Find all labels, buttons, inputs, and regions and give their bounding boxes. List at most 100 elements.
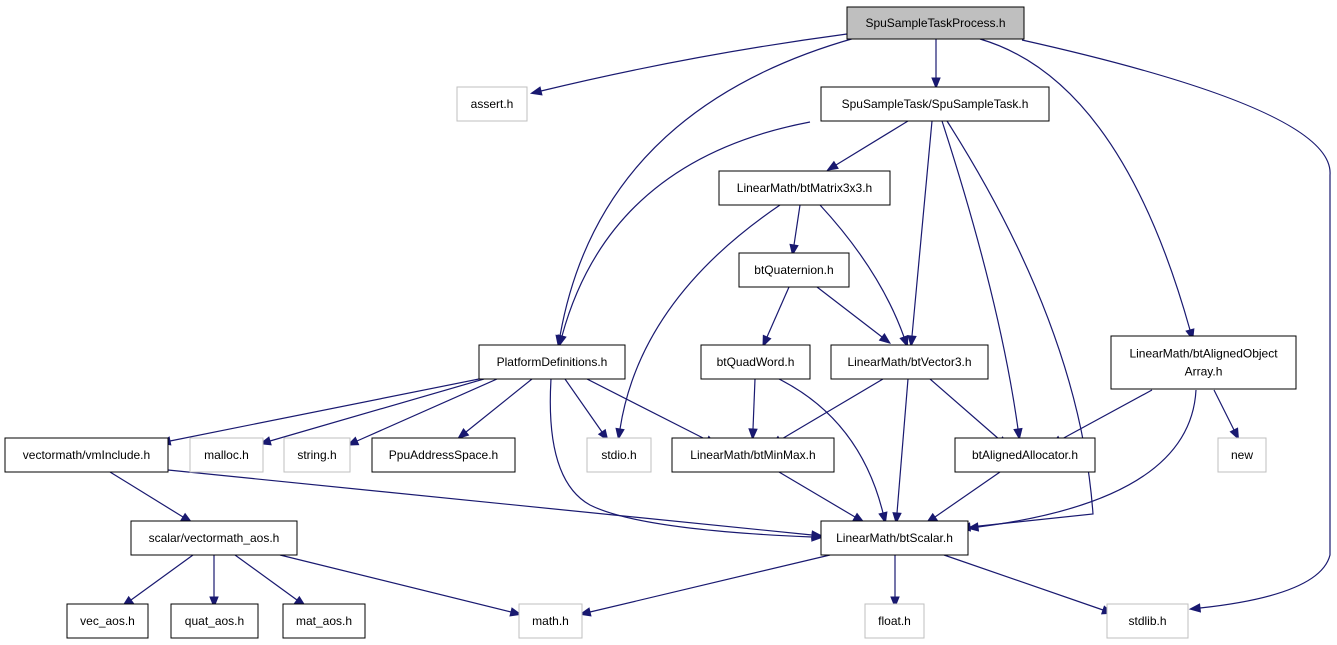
node-label: assert.h <box>471 97 514 111</box>
node-math[interactable]: math.h <box>518 603 583 639</box>
node-quadword[interactable]: btQuadWord.h <box>700 344 811 380</box>
arrowhead-icon <box>811 530 824 540</box>
edge-vminclude-to-scalar <box>167 469 824 540</box>
node-new[interactable]: new <box>1217 437 1267 473</box>
edge-line <box>819 204 905 338</box>
node-label: btAlignedAllocator.h <box>972 448 1078 462</box>
node-ppu[interactable]: PpuAddressSpace.h <box>371 437 516 473</box>
edge-line <box>752 378 756 430</box>
node-label: new <box>1231 448 1253 462</box>
edge-spusample-to-vector3 <box>907 120 933 348</box>
node-malloc[interactable]: malloc.h <box>189 437 264 473</box>
node-box <box>846 6 1025 40</box>
edge-platform-to-stdio <box>564 378 609 442</box>
edge-vector3-to-minmax <box>770 378 884 446</box>
node-label: stdio.h <box>601 448 636 462</box>
edge-line <box>465 378 533 433</box>
edge-line <box>269 378 485 442</box>
arrowhead-icon <box>890 596 900 609</box>
arrowhead-icon <box>826 160 839 171</box>
node-vector3[interactable]: LinearMath/btVector3.h <box>830 344 989 380</box>
node-box <box>456 86 528 122</box>
edge-line <box>941 120 1019 430</box>
edge-spusample-to-allocator <box>941 120 1023 441</box>
edge-matrix-to-vector3 <box>819 204 909 348</box>
edge-line <box>589 554 831 613</box>
edge-vector3-to-allocator <box>929 378 1009 448</box>
node-quataos[interactable]: quat_aos.h <box>170 603 259 639</box>
arrowhead-icon <box>966 522 980 532</box>
edge-platform-to-string <box>346 378 498 446</box>
node-box <box>671 437 835 473</box>
edge-root-to-assert <box>529 33 848 96</box>
edge-line <box>540 33 848 92</box>
edge-line <box>356 378 498 442</box>
node-box <box>954 437 1096 473</box>
edge-line <box>279 554 512 613</box>
arrowhead-icon <box>907 335 917 348</box>
edge-root-to-spusample <box>931 39 941 90</box>
node-vec[interactable]: vec_aos.h <box>66 603 149 639</box>
node-label: string.h <box>297 448 336 462</box>
node-spusample[interactable]: SpuSampleTask/SpuSampleTask.h <box>820 86 1050 122</box>
edge-platform-to-ppu <box>457 378 533 440</box>
edge-line <box>549 378 813 538</box>
edge-spusample-to-platform <box>557 121 811 347</box>
arrowhead-icon <box>762 334 772 348</box>
node-allocator[interactable]: btAlignedAllocator.h <box>954 437 1096 473</box>
arrowhead-icon <box>1013 427 1023 441</box>
edge-line <box>1059 389 1153 441</box>
edge-matrix-to-quat <box>789 204 801 257</box>
node-label: scalar/vectormath_aos.h <box>149 531 280 545</box>
node-vminclude[interactable]: vectormath/vmInclude.h <box>4 437 169 473</box>
node-label: btQuaternion.h <box>754 263 833 277</box>
edge-line <box>564 378 603 433</box>
node-assert[interactable]: assert.h <box>456 86 528 122</box>
node-quat[interactable]: btQuaternion.h <box>738 252 850 288</box>
edge-line <box>619 204 781 430</box>
edge-line <box>169 378 480 442</box>
edge-line <box>778 471 856 518</box>
node-vecaos_main[interactable]: scalar/vectormath_aos.h <box>130 520 298 556</box>
arrowhead-icon <box>748 428 758 441</box>
node-minmax[interactable]: LinearMath/btMinMax.h <box>671 437 835 473</box>
edge-vecaos_main-to-math <box>279 554 523 617</box>
node-box <box>130 520 298 556</box>
node-matrix[interactable]: LinearMath/btMatrix3x3.h <box>718 170 891 206</box>
node-label: vectormath/vmInclude.h <box>23 448 150 462</box>
edge-line <box>167 469 813 536</box>
node-root[interactable]: SpuSampleTaskProcess.h <box>846 6 1025 40</box>
node-label: mat_aos.h <box>296 614 352 628</box>
node-stdlib[interactable]: stdlib.h <box>1106 603 1189 639</box>
arrowhead-icon <box>878 332 891 344</box>
node-box <box>283 437 351 473</box>
node-box <box>66 603 149 639</box>
edge-line <box>109 471 184 518</box>
node-box <box>518 603 583 639</box>
edge-line <box>1021 39 1331 609</box>
node-platform[interactable]: PlatformDefinitions.h <box>478 344 626 380</box>
edge-line <box>929 378 1001 441</box>
node-scalar[interactable]: LinearMath/btScalar.h <box>820 520 969 556</box>
node-label: SpuSampleTask/SpuSampleTask.h <box>842 97 1029 111</box>
arrowhead-icon <box>1188 603 1202 613</box>
edge-scalar-to-stdlib <box>943 554 1114 615</box>
arrowhead-icon <box>529 86 543 96</box>
edge-line <box>779 378 884 441</box>
arrowhead-icon <box>578 607 592 617</box>
node-float[interactable]: float.h <box>864 603 925 639</box>
edge-scalar-to-float <box>890 555 900 609</box>
node-label: btQuadWord.h <box>717 355 795 369</box>
edge-aligned-to-new <box>1213 389 1240 441</box>
node-box <box>371 437 516 473</box>
node-label: quat_aos.h <box>185 614 244 628</box>
node-string[interactable]: string.h <box>283 437 351 473</box>
edge-line <box>793 204 801 246</box>
edge-line <box>979 38 1191 331</box>
edge-line <box>586 378 708 441</box>
edge-line <box>234 554 298 601</box>
node-stdio[interactable]: stdio.h <box>586 437 652 473</box>
edge-line <box>816 286 883 338</box>
node-mat[interactable]: mat_aos.h <box>282 603 366 639</box>
